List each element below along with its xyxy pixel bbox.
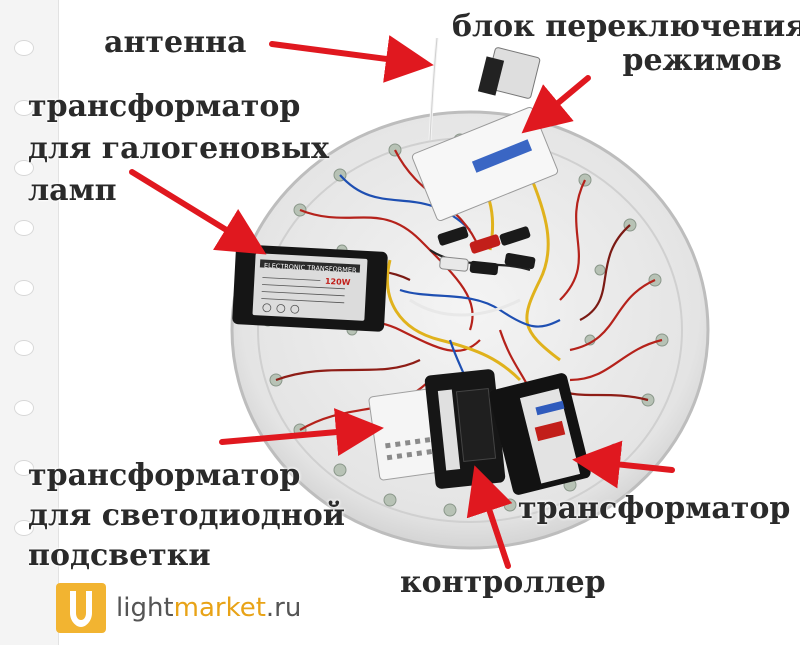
arrow-led-transformer: [219, 408, 384, 456]
mode-switch-module: [411, 106, 559, 222]
label-led-line1: трансформатор: [28, 458, 301, 493]
label-transformer: трансформатор: [518, 491, 791, 526]
arrow-controller: [466, 465, 513, 569]
label-mode-switch: блок переключения режимов: [452, 9, 800, 78]
site-logo: lightmarket.ru: [56, 582, 301, 634]
arrow-transformer: [572, 440, 675, 489]
arrow-mode-switch: [521, 75, 591, 134]
binder-strip: [0, 0, 59, 645]
label-halogen-line1: трансформатор: [28, 89, 301, 124]
label-led-line3: подсветки: [28, 538, 211, 573]
transformer-module: [489, 373, 591, 495]
halogen-transformer-module: ELECTRONIC TRANSFORMER 120W: [232, 244, 388, 332]
label-halogen-line2: для галогеновых: [28, 131, 329, 166]
label-halogen-line3: ламп: [28, 173, 117, 208]
lightbulb-icon: [56, 583, 106, 633]
label-mode-switch-line1: блок переключения: [452, 9, 800, 44]
halogen-module-power: 120W: [325, 277, 351, 287]
label-antenna: антенна: [104, 25, 247, 60]
callout-arrows: [129, 35, 675, 569]
label-led-transformer: трансформатор для светодиодной подсветки: [28, 456, 345, 576]
logo-text-light: light: [116, 593, 174, 623]
arrow-halogen-transformer: [129, 169, 267, 255]
wire-connectors: [437, 226, 536, 276]
arrow-antenna: [269, 35, 434, 83]
controller-module: [424, 369, 506, 489]
label-halogen-transformer: трансформатор для галогеновых ламп: [28, 86, 329, 212]
logo-text-domain: .ru: [265, 593, 302, 623]
logo-text: lightmarket.ru: [116, 593, 301, 623]
label-led-line2: для светодиодной: [28, 498, 346, 533]
label-controller: контроллер: [400, 565, 606, 600]
label-mode-switch-line2: режимов: [622, 43, 782, 78]
logo-text-market: market: [173, 593, 266, 623]
